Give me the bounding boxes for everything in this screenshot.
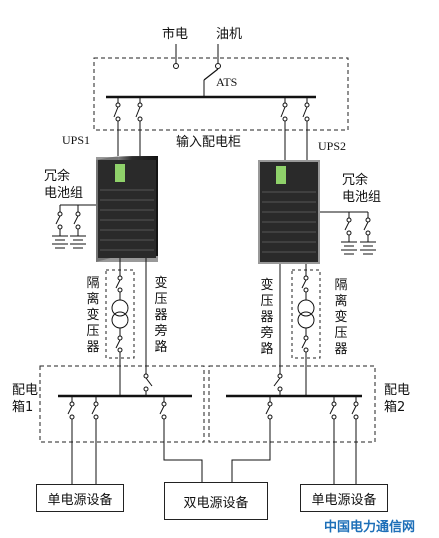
- ups1-label: UPS1: [62, 133, 91, 147]
- dist-box-2-label: 配电 箱2: [384, 383, 411, 415]
- dist-box-1-frame: [39, 365, 205, 443]
- ats-contact-left: [173, 63, 179, 69]
- ups2-label: UPS2: [318, 139, 347, 153]
- watermark: 中国电力通信网: [324, 520, 416, 535]
- battery-left-label: 冗余 电池组: [44, 169, 84, 201]
- iso-transformer-right: [297, 264, 315, 396]
- generator-label: 油机: [216, 27, 243, 42]
- iso-transformer-right-label: 隔离变压器: [334, 278, 348, 357]
- iso-transformer-right-box: [291, 269, 321, 359]
- bypass-left-label: 变压器旁路: [154, 276, 168, 355]
- city-power-label: 市电: [162, 27, 189, 42]
- bypass-right: [273, 264, 283, 396]
- iso-transformer-left-label: 隔离变压器: [86, 276, 100, 355]
- ups2-cabinet: [258, 160, 320, 264]
- ats-label: ATS: [216, 75, 238, 89]
- feeders: [71, 419, 357, 484]
- dist-box-2-frame: [208, 365, 376, 443]
- dual-power-device: 双电源设备: [164, 482, 268, 520]
- ups1-cabinet: [96, 156, 158, 262]
- input-cabinet-label: 输入配电柜: [176, 135, 242, 150]
- battery-left: [52, 204, 96, 249]
- iso-transformer-left: [111, 258, 129, 396]
- input-breakers: [113, 97, 310, 122]
- iso-transformer-left-box: [105, 269, 135, 359]
- single-power-device-right: 单电源设备: [300, 484, 388, 512]
- input-cabinet-box: [93, 57, 349, 131]
- dist-box-1-breakers: [67, 396, 167, 420]
- ats-switch-blade: [203, 68, 219, 81]
- battery-right: [320, 211, 376, 255]
- dist-box-1-label: 配电 箱1: [12, 383, 39, 415]
- dist-box-2-breakers: [265, 396, 359, 420]
- battery-right-label: 冗余 电池组: [342, 173, 382, 205]
- single-power-device-left: 单电源设备: [36, 484, 124, 512]
- bypass-left: [143, 258, 153, 396]
- ups2-display: [276, 166, 286, 184]
- ats-contact-right: [215, 63, 221, 69]
- bypass-right-label: 变压器旁路: [260, 278, 274, 357]
- ups1-display: [115, 164, 125, 182]
